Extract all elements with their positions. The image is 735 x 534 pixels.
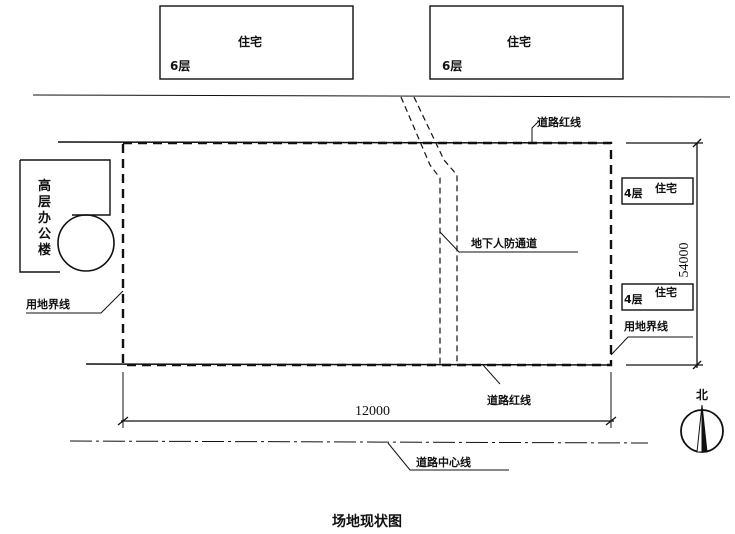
underground-passage-left-line — [400, 96, 441, 365]
label-road-center-line: 道路中心线 — [416, 455, 471, 469]
dimension-height: 54000 — [677, 243, 692, 278]
north-left-building-floors: 6层 — [170, 59, 190, 73]
office-label-5: 楼 — [38, 242, 51, 258]
north-arrow-label: 北 — [696, 387, 708, 402]
diagram-caption: 场地现状图 — [332, 513, 402, 530]
label-underground-passage: 地下人防通道 — [471, 236, 537, 250]
label-road-red-line-bottom: 道路红线 — [487, 393, 531, 407]
office-building-outline — [20, 159, 111, 216]
dimension-width: 12000 — [355, 404, 390, 419]
label-road-red-line-top: 道路红线 — [537, 115, 581, 129]
north-right-building-floors: 6层 — [442, 59, 462, 73]
north-arrow-icon — [680, 404, 724, 453]
east-top-building-label: 住宅 — [655, 181, 677, 195]
north-right-building-label: 住宅 — [507, 34, 531, 49]
office-building-round-tower — [57, 214, 115, 272]
office-label-1: 高 — [38, 178, 51, 194]
east-top-building — [621, 177, 694, 205]
east-bottom-building — [621, 283, 694, 311]
east-bottom-building-floors: 4层 — [624, 293, 643, 306]
east-bottom-building-label: 住宅 — [655, 285, 677, 299]
label-site-boundary-left: 用地界线 — [26, 297, 70, 311]
office-label-3: 办 — [38, 210, 51, 226]
north-left-building-label: 住宅 — [238, 34, 262, 49]
office-label-4: 公 — [38, 227, 51, 242]
office-label-2: 层 — [38, 195, 51, 210]
label-site-boundary-right: 用地界线 — [624, 319, 668, 333]
site-boundary — [121, 141, 613, 367]
road-center-line — [69, 440, 649, 444]
north-road-line — [32, 94, 731, 98]
north-left-building — [159, 5, 354, 80]
north-right-building — [429, 5, 624, 80]
east-top-building-floors: 4层 — [624, 187, 643, 200]
road-red-line-bottom — [85, 363, 613, 366]
underground-passage-right-line — [413, 96, 458, 365]
